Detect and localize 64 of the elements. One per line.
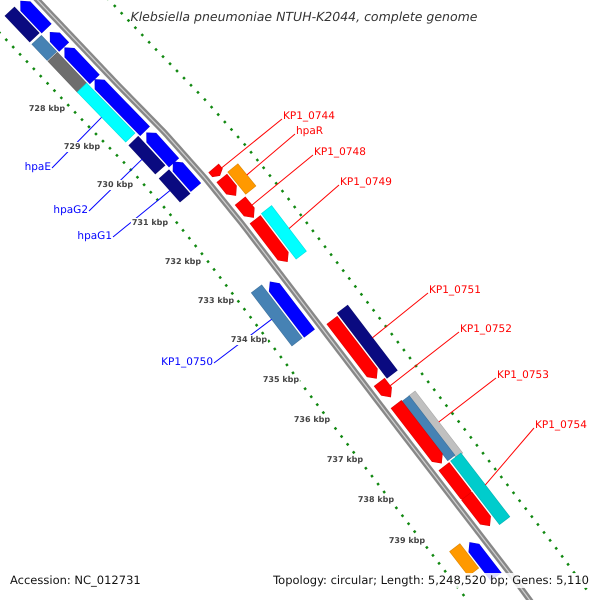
gene-bar — [76, 82, 136, 143]
gene-block — [438, 462, 472, 501]
gene-block — [326, 316, 378, 379]
gene-block — [50, 32, 70, 52]
gene-label: hpaR — [296, 125, 324, 138]
gene-bar — [158, 169, 190, 202]
gene-block — [234, 196, 255, 218]
gene-label: KP1_0751 — [429, 284, 481, 297]
gene-bar — [31, 34, 58, 61]
leader-line — [288, 184, 340, 230]
scale-label: 734 kbp — [230, 335, 268, 345]
gene-label: KP1_0753 — [497, 369, 549, 382]
gene-block — [390, 400, 443, 464]
gene-block — [94, 79, 150, 136]
title: Klebsiella pneumoniae NTUH-K2044, complete genome — [130, 10, 478, 23]
leader-line — [112, 190, 170, 238]
gene-label: hpaE — [24, 161, 51, 174]
scale-label: 735 kbp — [262, 375, 300, 385]
gene-label: KP1_0754 — [535, 419, 587, 432]
gene-label: KP1_0744 — [283, 110, 335, 123]
gene-block — [461, 491, 491, 526]
scale-label: 739 kbp — [388, 536, 426, 546]
scale-label: 738 kbp — [356, 495, 396, 505]
gene-block — [250, 215, 289, 262]
leader-line — [372, 292, 428, 338]
gene-bar — [4, 6, 40, 42]
leader-line — [438, 378, 496, 422]
gene-bar — [260, 205, 307, 260]
leader-line — [246, 134, 296, 176]
gene-bar — [450, 452, 510, 526]
gene-block — [64, 47, 100, 84]
scale-label: 737 kbp — [326, 455, 364, 465]
scale-label: 731 kbp — [130, 218, 170, 228]
gene-block — [208, 164, 223, 178]
gene-bar — [227, 163, 256, 195]
scale-label: 736 kbp — [292, 415, 332, 425]
leader-line — [390, 332, 460, 386]
scale-label: 730 kbp — [96, 180, 134, 190]
gene-label: KP1_0752 — [460, 323, 512, 336]
gene-bar — [336, 304, 398, 379]
leader-line — [221, 118, 282, 168]
gene-block — [20, 0, 52, 34]
gene-label: KP1_0748 — [314, 146, 366, 159]
gene-label: hpaG1 — [77, 230, 112, 243]
gene-block — [268, 282, 315, 338]
leader-line — [251, 154, 314, 206]
gene-bar — [48, 52, 88, 94]
gene-label: KP1_0750 — [161, 356, 213, 369]
info-text: Topology: circular; Length: 5,248,520 bp; Genes: 5,110 — [271, 573, 591, 588]
gene-block — [374, 378, 392, 398]
gene-label: hpaG2 — [53, 204, 88, 217]
gene-bar — [128, 136, 166, 174]
gene-label: KP1_0749 — [340, 176, 392, 189]
gene-block — [146, 132, 180, 168]
scale-label: 728 kbp — [28, 104, 66, 114]
gene-bar — [250, 284, 303, 346]
scale-label: 732 kbp — [164, 257, 202, 267]
scale-label: 733 kbp — [196, 296, 236, 306]
scale-label: 729 kbp — [62, 142, 102, 152]
leader-line — [484, 428, 534, 486]
info-text: Accession: NC_012731 — [8, 573, 143, 588]
gene-block — [172, 161, 202, 192]
gene-block — [216, 174, 237, 196]
gene-bar — [402, 395, 456, 462]
